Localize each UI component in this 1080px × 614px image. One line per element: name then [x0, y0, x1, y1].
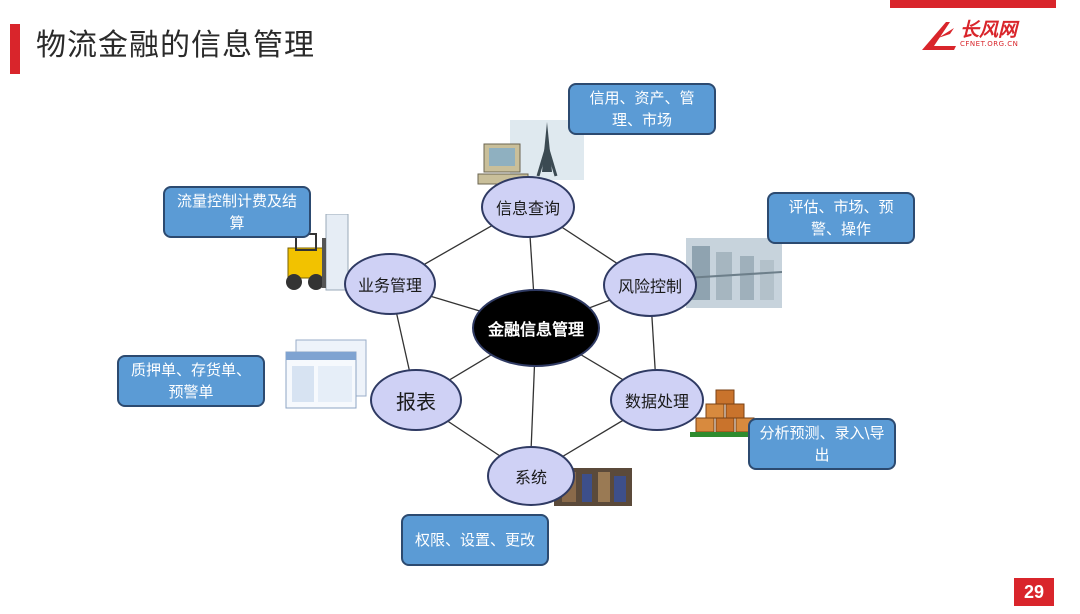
logo-mark-icon — [922, 22, 956, 50]
node-report: 报表 — [370, 369, 462, 431]
page-title: 物流金融的信息管理 — [36, 28, 315, 63]
box-report-detail: 质押单、存货单、预警单 — [117, 355, 265, 407]
box-business-management-detail: 流量控制计费及结算 — [163, 186, 311, 238]
boxes-picture — [690, 389, 760, 437]
title-accent-bar — [10, 24, 20, 74]
warehouse-picture — [686, 238, 782, 308]
node-business-management: 业务管理 — [344, 253, 436, 315]
brand-logo: 长风网 CFNET.ORG.CN — [920, 18, 1040, 52]
node-risk-control: 风险控制 — [603, 253, 697, 317]
logo-subtext: CFNET.ORG.CN — [960, 40, 1019, 48]
center-node: 金融信息管理 — [472, 289, 600, 367]
forklift-picture — [286, 214, 349, 291]
box-info-query-detail: 信用、资产、管理、市场 — [568, 83, 716, 135]
box-system-detail: 权限、设置、更改 — [401, 514, 549, 566]
box-risk-control-detail: 评估、市场、预警、操作 — [767, 192, 915, 244]
software-window-picture — [285, 339, 367, 409]
node-info-query: 信息查询 — [481, 176, 575, 238]
top-accent-bar — [890, 0, 1056, 8]
page-number: 29 — [1014, 578, 1054, 606]
node-system: 系统 — [487, 446, 575, 506]
box-data-processing-detail: 分析预测、录入\导出 — [748, 418, 896, 470]
node-data-processing: 数据处理 — [610, 369, 704, 431]
logo-text: 长风网 — [960, 19, 1018, 41]
